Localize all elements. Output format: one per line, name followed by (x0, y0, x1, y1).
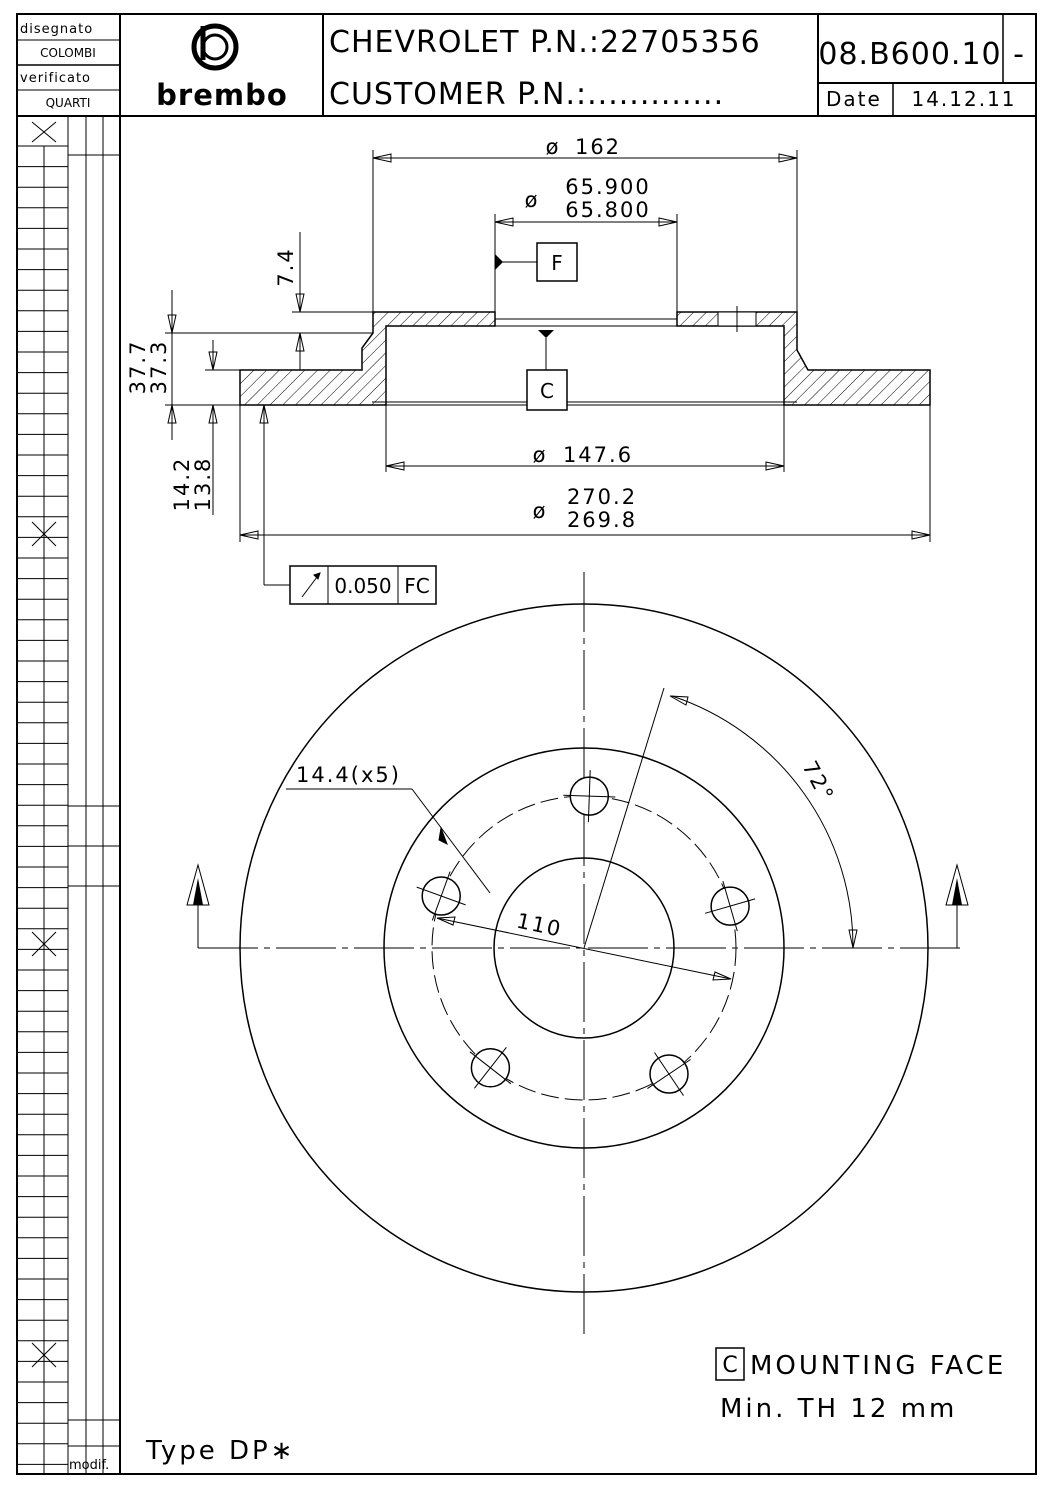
brand-wordmark: brembo (156, 78, 288, 112)
revision-column (17, 116, 121, 1474)
mounting-face-note: MOUNTING FACE (750, 1351, 1006, 1381)
disc-front-view (198, 572, 966, 1338)
checked-label: verificato (20, 71, 91, 86)
dim-bolt-angle: 72° (797, 757, 838, 806)
cross-icon (31, 121, 57, 1368)
date-label: Date (826, 87, 882, 111)
drawing-number: 08.B600.10 (818, 37, 1001, 72)
dim-hat-height: 7.4 (274, 247, 298, 286)
datum-c-label: C (540, 379, 554, 403)
dimension-lines (165, 150, 931, 586)
bolt-hole-leader (286, 788, 491, 894)
dim-outer-162: 162 (575, 135, 621, 159)
checked-by: QUARTI (46, 96, 91, 110)
dim-bolt-circle: 110 (514, 909, 564, 942)
bolt-hole-centerline (722, 880, 738, 932)
bolt-hole-centerline (647, 1059, 691, 1090)
datum-f-label: F (551, 251, 563, 275)
dim-total-height-max: 37.7 (126, 340, 150, 395)
dia-symbol-65: ø (525, 188, 540, 212)
bolt-circle-dimension (436, 916, 732, 981)
sheet-border (16, 13, 1037, 1475)
title-block: disegnato COLOMBI verificato QUARTI brem… (17, 14, 1036, 117)
min-thickness-note: Min. TH 12 mm (720, 1394, 957, 1424)
bolt-hole-centerline (563, 794, 616, 798)
type-note: Type DP∗ (145, 1436, 295, 1466)
date-value: 14.12.11 (911, 87, 1016, 111)
dim-total-height-min: 37.3 (147, 340, 171, 395)
disc-section-view (239, 306, 931, 406)
brembo-logo-icon (191, 23, 239, 71)
dim-thickness-max: 14.2 (170, 457, 194, 512)
bolt-hole-centerline (431, 871, 451, 921)
section-arrow-left-icon (186, 863, 210, 948)
drawn-label: disegnato (20, 22, 93, 37)
drawn-by: COLOMBI (40, 46, 96, 60)
modif-label: modif. (69, 1458, 109, 1473)
dim-disc-min: 269.8 (567, 508, 637, 532)
dim-bore-min: 65.800 (565, 198, 650, 222)
dim-inner-147: 147.6 (563, 443, 633, 467)
angle-dimension (583, 687, 858, 949)
dim-disc-max: 270.2 (567, 485, 637, 509)
datum-c-marker (526, 330, 568, 411)
dim-bolt-holes: 14.4(x5) (296, 763, 401, 787)
dia-symbol-147: ø (533, 443, 548, 467)
revision: - (1013, 37, 1025, 72)
dim-thickness-min: 13.8 (191, 457, 215, 512)
runout-datums: FC (404, 574, 429, 598)
mounting-face-box-label: C (722, 1353, 737, 1378)
runout-value: 0.050 (334, 574, 391, 598)
dim-bore-max: 65.900 (565, 175, 650, 199)
section-arrow-right-icon (945, 863, 969, 948)
oem-part-number: CHEVROLET P.N.:22705356 (329, 25, 761, 60)
bolt-hole-centerline (469, 1051, 512, 1085)
runout-tolerance-frame (289, 565, 437, 605)
dia-symbol-162: ø (546, 135, 561, 159)
dia-symbol-270: ø (533, 499, 548, 523)
mounting-face-box (715, 1347, 745, 1381)
customer-part-number: CUSTOMER P.N.:............. (329, 77, 724, 112)
datum-f-marker (495, 242, 578, 282)
